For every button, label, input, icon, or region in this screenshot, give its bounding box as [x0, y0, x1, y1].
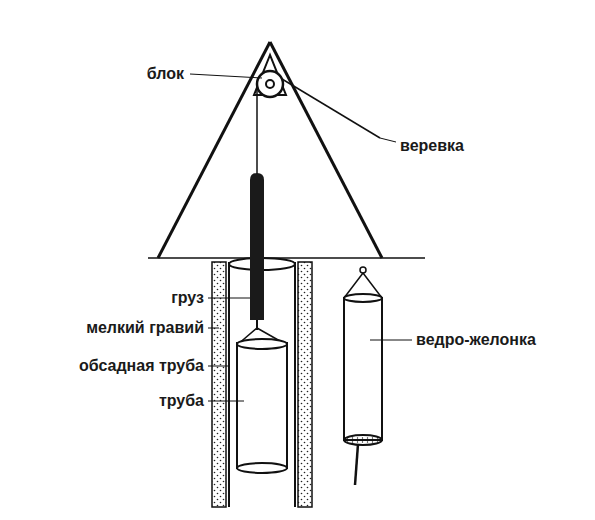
- part-label: ведро-желонка: [414, 331, 538, 349]
- weight: [250, 173, 264, 330]
- bailer-bucket: [344, 267, 382, 485]
- leader-lines: [190, 74, 412, 401]
- part-label: веревка: [398, 137, 466, 155]
- tripod: [148, 42, 425, 258]
- pulley: [254, 55, 286, 97]
- rope: [257, 79, 380, 174]
- part-label: обсадная труба: [77, 357, 206, 375]
- part-label: груз: [169, 289, 206, 307]
- part-label: мелкий гравий: [84, 319, 206, 337]
- part-label: блок: [145, 65, 186, 83]
- part-label: труба: [157, 392, 206, 410]
- pipe: [237, 328, 287, 473]
